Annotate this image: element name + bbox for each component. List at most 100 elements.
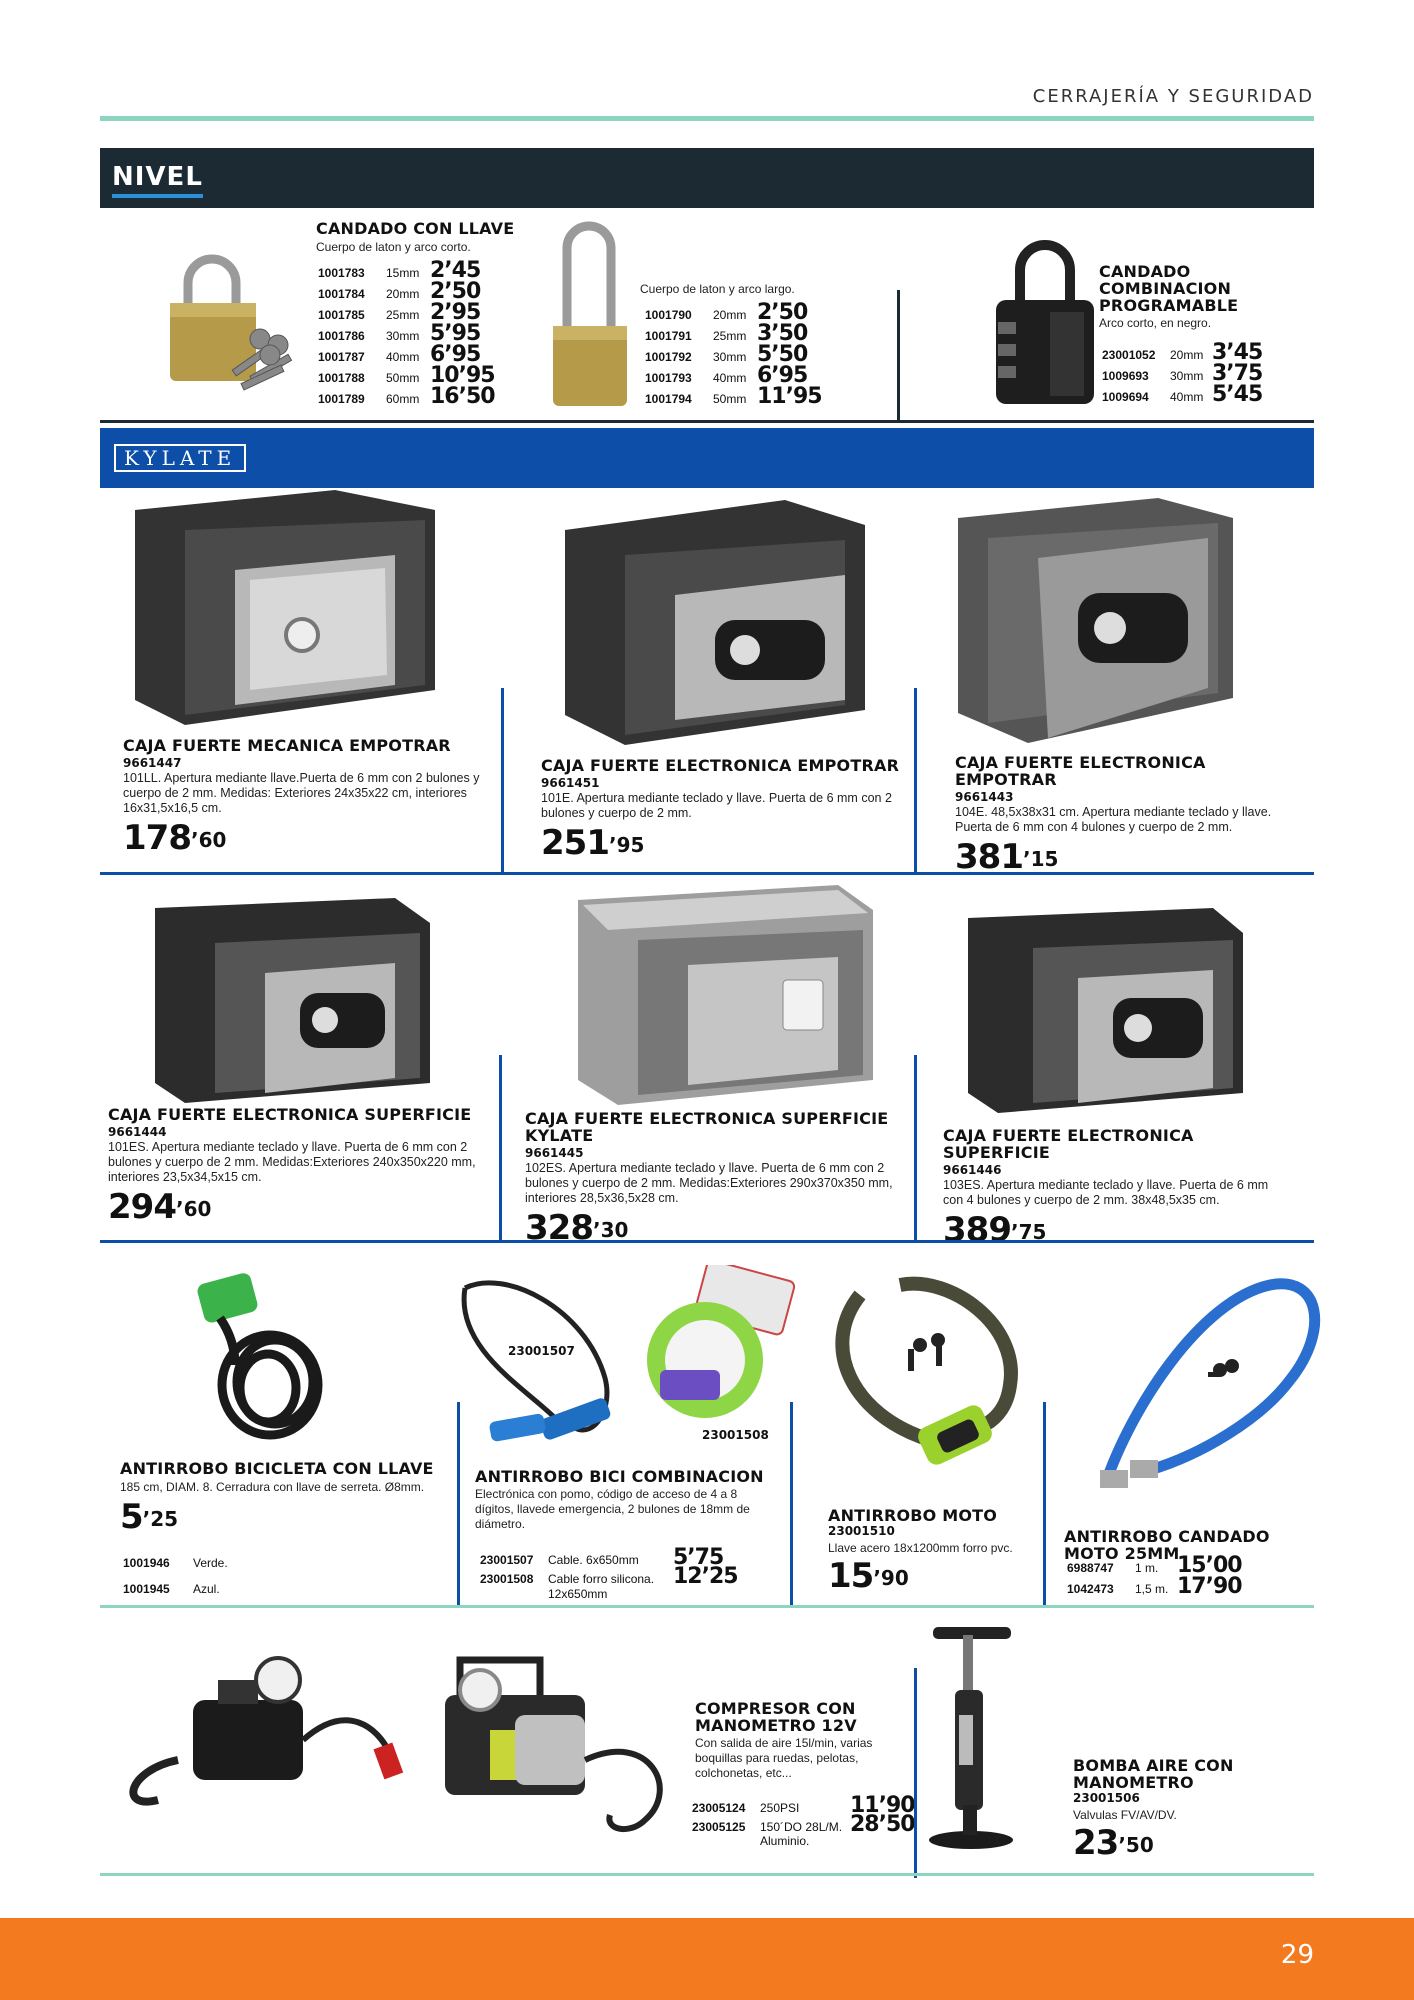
- moto-cable-lock-blue-image: [1099, 1278, 1321, 1488]
- safe-title: CAJA FUERTE ELECTRONICA SUPERFICIE: [108, 1105, 472, 1124]
- divider: [100, 420, 1314, 423]
- top-rule: [100, 116, 1314, 121]
- safe-desc: 104E. 48,5x38x31 cm. Apertura mediante t…: [955, 805, 1272, 834]
- safe-card: CAJA FUERTE MECANICA EMPOTRAR 9661447 10…: [123, 737, 483, 856]
- footer-bar: 29: [0, 1918, 1414, 2000]
- padlock-combo-desc: Arco corto, en negro.: [1099, 316, 1212, 330]
- safe-surface-image: [155, 898, 430, 1103]
- padlock-combination-image: [996, 240, 1094, 404]
- page-number: 29: [1280, 1940, 1314, 1970]
- safe-code: 9661446: [943, 1163, 1002, 1177]
- safe-card: CAJA FUERTE ELECTRONICA EMPOTRAR 9661451…: [541, 757, 901, 861]
- kylate-logo: KYLATE: [114, 444, 247, 472]
- safe-electronic-built-in-large-image: [958, 498, 1233, 743]
- bike-key-title: ANTIRROBO BICICLETA CON LLAVE: [120, 1459, 434, 1478]
- divider: [914, 1668, 917, 1878]
- moto25-card: ANTIRROBO CANDADO MOTO 25MM: [1064, 1528, 1314, 1562]
- bike-combo-card: ANTIRROBO BICI COMBINACION Electrónica c…: [475, 1468, 775, 1532]
- price-row-extra: 12x650mm: [548, 1587, 608, 1601]
- padlock-key-title: CANDADO CON LLAVE: [316, 219, 515, 238]
- padlock-combo-title-1: CANDADO: [1099, 262, 1191, 281]
- safe-card: CAJA FUERTE ELECTRONICA EMPOTRAR 9661443…: [955, 754, 1295, 875]
- compressor-manometer-image: [445, 1656, 663, 1832]
- nivel-logo: NIVEL: [112, 162, 203, 198]
- kylate-brand-bar: KYLATE: [100, 428, 1314, 488]
- divider: [100, 872, 1314, 875]
- bike-combo-title: ANTIRROBO BICI COMBINACION: [475, 1467, 764, 1486]
- safe-desc: 101LL. Apertura mediante llave.Puerta de…: [123, 771, 480, 815]
- safe-desc: 103ES. Apertura mediante teclado y llave…: [943, 1178, 1269, 1207]
- nivel-brand-bar: NIVEL: [100, 148, 1314, 208]
- bike-key-price: 5’25: [120, 1497, 179, 1537]
- bike-combination-lock-green-image: [647, 1265, 796, 1418]
- safe-title: CAJA FUERTE ELECTRONICA EMPOTRAR: [955, 753, 1206, 789]
- compressor-desc: Con salida de aire 15l/min, varias boqui…: [695, 1736, 873, 1780]
- safe-surface-dark-image: [968, 908, 1243, 1113]
- nivel-logo-text: NIVEL: [112, 162, 203, 192]
- divider: [914, 1055, 917, 1243]
- safe-electronic-built-in-image: [565, 500, 865, 745]
- moto25-title: ANTIRROBO CANDADO MOTO 25MM: [1064, 1527, 1270, 1563]
- padlock-combo-title-3: PROGRAMABLE: [1099, 296, 1239, 315]
- pump-price: 23’50: [1073, 1823, 1154, 1863]
- safe-mechanical-image: [135, 490, 435, 725]
- safe-code: 9661447: [123, 756, 182, 770]
- safe-price: 178’60: [123, 818, 227, 858]
- divider: [1043, 1402, 1046, 1605]
- safe-price: 294’60: [108, 1187, 212, 1227]
- moto-title: ANTIRROBO MOTO: [828, 1506, 998, 1525]
- safe-title: CAJA FUERTE MECANICA EMPOTRAR: [123, 736, 451, 755]
- compressor-card: COMPRESOR CON MANOMETRO 12V Con salida d…: [695, 1700, 905, 1781]
- moto-price: 15’90: [828, 1556, 909, 1596]
- moto-code: 23001510: [828, 1524, 895, 1538]
- pump-desc: Valvulas FV/AV/DV.: [1073, 1808, 1177, 1822]
- padlock-long-image: [553, 221, 627, 406]
- pump-title: BOMBA AIRE CON MANOMETRO: [1073, 1756, 1234, 1792]
- price-row-extra: Aluminio.: [760, 1834, 810, 1848]
- bike-key-desc: 185 cm, DIAM. 8. Cerradura con llave de …: [120, 1480, 425, 1494]
- safe-desc: 102ES. Apertura mediante teclado y llave…: [525, 1161, 893, 1205]
- bike-lock-key-image: [197, 1273, 323, 1440]
- divider: [100, 1605, 1314, 1608]
- safe-title: CAJA FUERTE ELECTRONICA SUPERFICIE KYLAT…: [525, 1109, 889, 1145]
- padlock-short-image: [170, 254, 293, 391]
- bike-key-card: ANTIRROBO BICICLETA CON LLAVE 185 cm, DI…: [120, 1460, 460, 1535]
- safe-desc: 101E. Apertura mediante teclado y llave.…: [541, 791, 892, 820]
- padlock-combo-title-2: COMBINACION: [1099, 279, 1232, 298]
- moto-card: ANTIRROBO MOTO 23001510 Llave acero 18x1…: [828, 1507, 1068, 1594]
- safe-code: 9661451: [541, 776, 600, 790]
- padlock-long-desc: Cuerpo de laton y arco largo.: [640, 282, 795, 296]
- divider: [897, 290, 900, 420]
- divider: [100, 1873, 1314, 1876]
- bike-combo-image-label-2: 23001508: [702, 1428, 769, 1442]
- safe-title: CAJA FUERTE ELECTRONICA SUPERFICIE: [943, 1126, 1194, 1162]
- safe-surface-kylate-image: [578, 885, 873, 1105]
- air-pump-image: [929, 1627, 1013, 1849]
- divider: [914, 688, 917, 874]
- compressor-title-2: MANOMETRO 12V: [695, 1716, 857, 1735]
- divider: [457, 1402, 460, 1605]
